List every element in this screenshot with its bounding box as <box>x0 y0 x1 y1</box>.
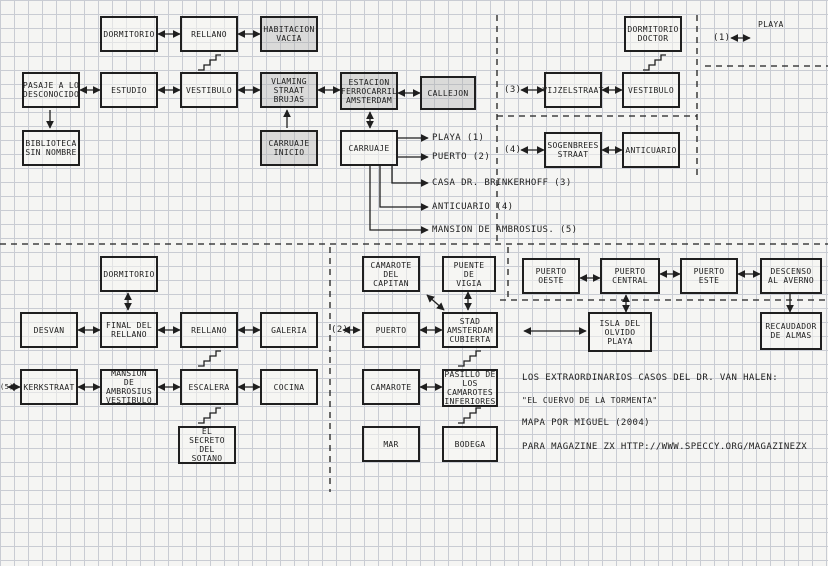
room-final-del-rellano[interactable]: FINAL DEL RELLANO <box>100 312 158 348</box>
room-secreto-sotano[interactable]: EL SECRETO DEL SOTANO <box>178 426 236 464</box>
room-sogenbrees-straat[interactable]: SOGENBREES STRAAT <box>544 132 602 168</box>
room-carruaje[interactable]: CARRUAJE <box>340 130 398 166</box>
room-vijzelstraat[interactable]: VIJZELSTRAAT <box>542 72 603 108</box>
room-puerto-este[interactable]: PUERTO ESTE <box>680 258 738 294</box>
room-dormitorio[interactable]: DORMITORIO <box>100 16 158 52</box>
room-mar[interactable]: MAR <box>362 426 420 462</box>
marker-4: (4) <box>504 145 522 155</box>
stairs-icon <box>643 54 666 71</box>
room-camarote-capitan[interactable]: CAMAROTE DEL CAPITAN <box>362 256 420 292</box>
stairs-icon <box>198 54 221 71</box>
room-kerkstraat[interactable]: KERKSTRAAT <box>20 369 78 405</box>
room-estudio[interactable]: ESTUDIO <box>100 72 158 108</box>
destination-mansion-ambrosius: MANSION DE AMBROSIUS. (5) <box>432 225 578 235</box>
room-descenso-averno[interactable]: DESCENSO AL AVERNO <box>760 258 822 294</box>
credits-title: LOS EXTRAORDINARIOS CASOS DEL DR. VAN HA… <box>522 373 779 383</box>
room-puerto[interactable]: PUERTO <box>362 312 420 348</box>
stairs-icon <box>458 407 481 424</box>
room-playa[interactable]: PLAYA <box>758 20 784 29</box>
room-stad-amsterdam-cubierta[interactable]: STAD AMSTERDAM CUBIERTA <box>442 312 498 348</box>
stairs-icon <box>198 350 221 367</box>
room-vlaming-straat[interactable]: VLAMING STRAAT BRUJAS <box>260 72 318 108</box>
room-habitacion-vacia[interactable]: HABITACION VACIA <box>260 16 318 52</box>
credits-subtitle: "EL CUERVO DE LA TORMENTA" <box>522 396 658 405</box>
room-isla-olvido-playa[interactable]: ISLA DEL OLVIDO PLAYA <box>588 312 652 352</box>
room-rellano[interactable]: RELLANO <box>180 16 238 52</box>
marker-3: (3) <box>504 85 522 95</box>
credits-author: MAPA POR MIGUEL (2004) <box>522 418 651 428</box>
room-vestibulo-doctor[interactable]: VESTIBULO <box>622 72 680 108</box>
room-bodega[interactable]: BODEGA <box>442 426 498 462</box>
room-recaudador-almas[interactable]: RECAUDADOR DE ALMAS <box>760 312 822 350</box>
room-pasillo-camarotes[interactable]: PASILLO DE LOS CAMAROTES INFERIORES <box>442 369 498 407</box>
room-cocina[interactable]: COCINA <box>260 369 318 405</box>
room-dormitorio-mansion[interactable]: DORMITORIO <box>100 256 158 292</box>
room-galeria[interactable]: GALERIA <box>260 312 318 348</box>
room-estacion-ferrocarril[interactable]: ESTACION FERROCARRIL AMSTERDAM <box>340 72 398 110</box>
destination-playa: PLAYA (1) <box>432 133 485 143</box>
room-callejon[interactable]: CALLEJON <box>420 76 476 110</box>
room-puerto-central[interactable]: PUERTO CENTRAL <box>600 258 660 294</box>
room-anticuario[interactable]: ANTICUARIO <box>622 132 680 168</box>
stairs-icon <box>198 407 221 424</box>
room-puente-vigia[interactable]: PUENTE DE VIGIA <box>442 256 496 292</box>
destination-puerto: PUERTO (2) <box>432 152 491 162</box>
room-rellano-mansion[interactable]: RELLANO <box>180 312 238 348</box>
destination-anticuario: ANTICUARIO (4) <box>432 202 514 212</box>
room-biblioteca-sin-nombre[interactable]: BIBLIOTECA SIN NOMBRE <box>22 130 80 166</box>
stairs-icon <box>458 350 481 367</box>
marker-2: (2) <box>331 325 349 335</box>
marker-1: (1) <box>713 33 731 43</box>
room-camarote[interactable]: CAMAROTE <box>362 369 420 405</box>
room-carruaje-inicio[interactable]: CARRUAJE INICIO <box>260 130 318 166</box>
room-mansion-vestibulo[interactable]: MANSION DE AMBROSIUS VESTIBULO <box>100 369 158 405</box>
destination-casa-brinkerhoff: CASA DR. BRINKERHOFF (3) <box>432 178 572 188</box>
room-desvan[interactable]: DESVAN <box>20 312 78 348</box>
room-vestibulo[interactable]: VESTIBULO <box>180 72 238 108</box>
marker-5: (5) <box>0 383 14 391</box>
room-dormitorio-doctor[interactable]: DORMITORIO DOCTOR <box>624 16 682 52</box>
credits-magazine: PARA MAGAZINE ZX HTTP://WWW.SPECCY.ORG/M… <box>522 442 808 452</box>
room-escalera[interactable]: ESCALERA <box>180 369 238 405</box>
room-pasaje-desconocido[interactable]: PASAJE A LO DESCONOCIDO <box>22 72 80 108</box>
room-puerto-oeste[interactable]: PUERTO OESTE <box>522 258 580 294</box>
